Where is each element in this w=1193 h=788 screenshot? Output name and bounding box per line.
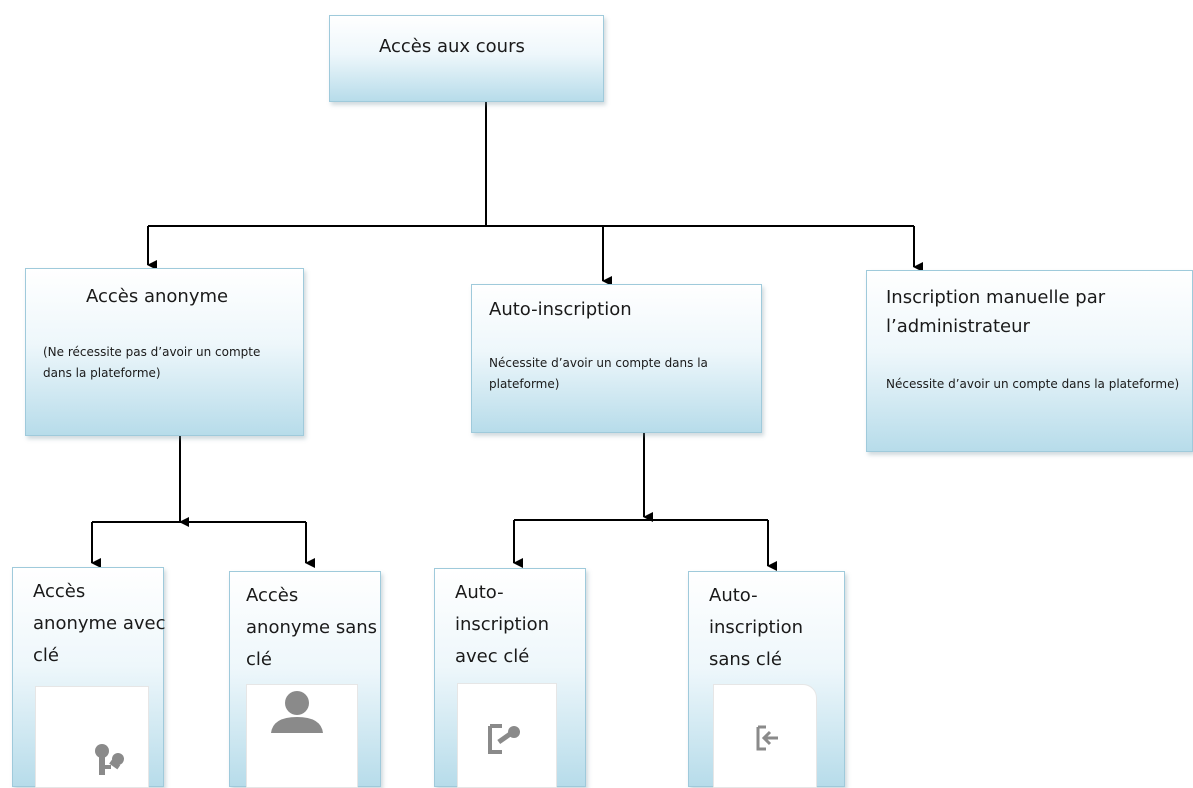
root-box: Accès aux cours (329, 15, 604, 102)
leaf-anonyme-sans-cle: Accès anonyme sans clé (229, 571, 381, 788)
leaf-icon-frame (457, 683, 557, 788)
leaf-label: Accès anonyme avec clé (33, 581, 166, 666)
manuelle-box: Inscription manuelle par l’administrateu… (866, 270, 1193, 452)
leaf-label: Accès anonyme sans clé (246, 585, 378, 670)
leaf-label: Auto-inscription sans clé (709, 585, 803, 670)
user-icon (271, 691, 323, 733)
leaf-auto-avec-cle: Auto-inscription avec clé (434, 568, 586, 788)
leaf-icon-frame (246, 684, 358, 788)
keys-icon (95, 744, 124, 775)
manuelle-note: Nécessite d’avoir un compte dans la plat… (886, 377, 1180, 391)
auto-note: Nécessite d’avoir un compte dans la plat… (489, 356, 708, 391)
manuelle-title: Inscription manuelle par l’administrateu… (886, 287, 1106, 337)
root-title: Accès aux cours (379, 36, 525, 57)
leaf-label: Auto-inscription avec clé (455, 582, 549, 667)
anonyme-note: (Ne récessite pas d’avoir un compte dans… (43, 345, 261, 380)
leaf-icon-frame (713, 684, 817, 788)
anonyme-box: Accès anonyme (Ne récessite pas d’avoir … (25, 268, 304, 436)
auto-title: Auto-inscription (489, 299, 632, 320)
leaf-anonyme-avec-cle: Accès anonyme avec clé (12, 567, 166, 788)
auto-box: Auto-inscription Nécessite d’avoir un co… (471, 284, 762, 433)
enrol-key-icon (488, 724, 520, 754)
leaf-auto-sans-cle: Auto-inscription sans clé (688, 571, 845, 788)
leaf-icon-frame (35, 686, 149, 788)
sign-in-icon (756, 725, 778, 751)
anonyme-title: Accès anonyme (86, 286, 229, 307)
